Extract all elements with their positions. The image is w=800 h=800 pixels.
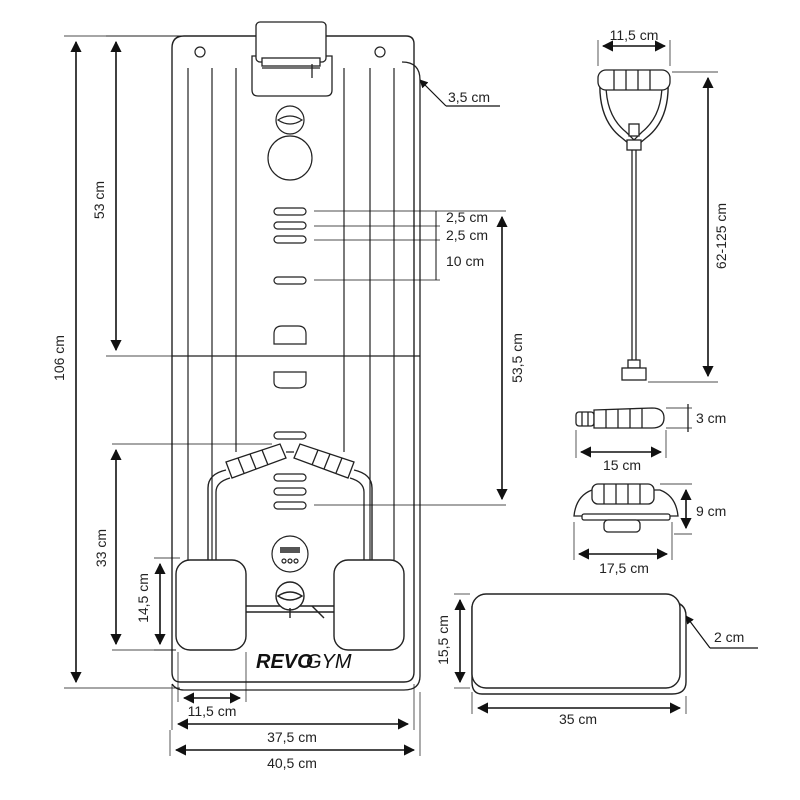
label-board-outer-width: 40,5 cm	[267, 755, 317, 771]
label-lower-section: 33 cm	[93, 529, 109, 567]
cushion	[471, 593, 687, 695]
label-cushion-height: 15,5 cm	[435, 615, 451, 665]
label-slot-gap-3: 10 cm	[446, 253, 484, 269]
handle	[575, 407, 665, 429]
pushup-dimension-lines	[573, 483, 692, 560]
brand-revo: REVO	[256, 651, 313, 673]
board-pull-bar	[207, 443, 373, 560]
label-handle-diameter: 3 cm	[696, 410, 726, 426]
slots	[273, 207, 307, 510]
bar-dimension-lines	[597, 40, 718, 383]
label-cushion-thickness: 2 cm	[714, 629, 744, 645]
label-upper-half: 53 cm	[91, 181, 107, 219]
label-pad-height: 14,5 cm	[135, 573, 151, 623]
label-board-edge-height: 3,5 cm	[448, 89, 490, 105]
training-board	[171, 35, 421, 691]
brand-gym: GYM	[306, 651, 352, 673]
label-board-inner-width: 37,5 cm	[267, 729, 317, 745]
board-dimension-lines	[64, 35, 508, 756]
label-bar-handle-width: 11,5 cm	[610, 27, 659, 43]
cushion-dimension-lines	[454, 593, 758, 714]
top-bar-holder	[251, 21, 333, 97]
foot-pads	[175, 559, 405, 651]
adjustable-bar	[597, 69, 671, 381]
dimension-labels: 106 cm 53 cm 33 cm 14,5 cm 11,5 cm 37,5 …	[51, 27, 744, 771]
lower-socket	[271, 535, 309, 573]
label-pushup-width: 17,5 cm	[599, 560, 649, 576]
label-handle-length: 15 cm	[603, 457, 641, 473]
brand-logo: REVO GYM	[256, 651, 352, 673]
label-slot-range: 53,5 cm	[509, 333, 525, 383]
label-pad-width: 11,5 cm	[188, 703, 237, 719]
label-slot-gap-1: 2,5 cm	[446, 209, 488, 225]
upper-sockets	[267, 105, 313, 181]
label-slot-gap-2: 2,5 cm	[446, 227, 488, 243]
label-pushup-height: 9 cm	[696, 503, 726, 519]
label-board-length: 106 cm	[51, 335, 67, 381]
label-cushion-width: 35 cm	[559, 711, 597, 727]
pushup-handle	[573, 483, 679, 533]
label-bar-length: 62-125 cm	[713, 203, 729, 269]
handle-dimension-lines	[575, 404, 692, 458]
